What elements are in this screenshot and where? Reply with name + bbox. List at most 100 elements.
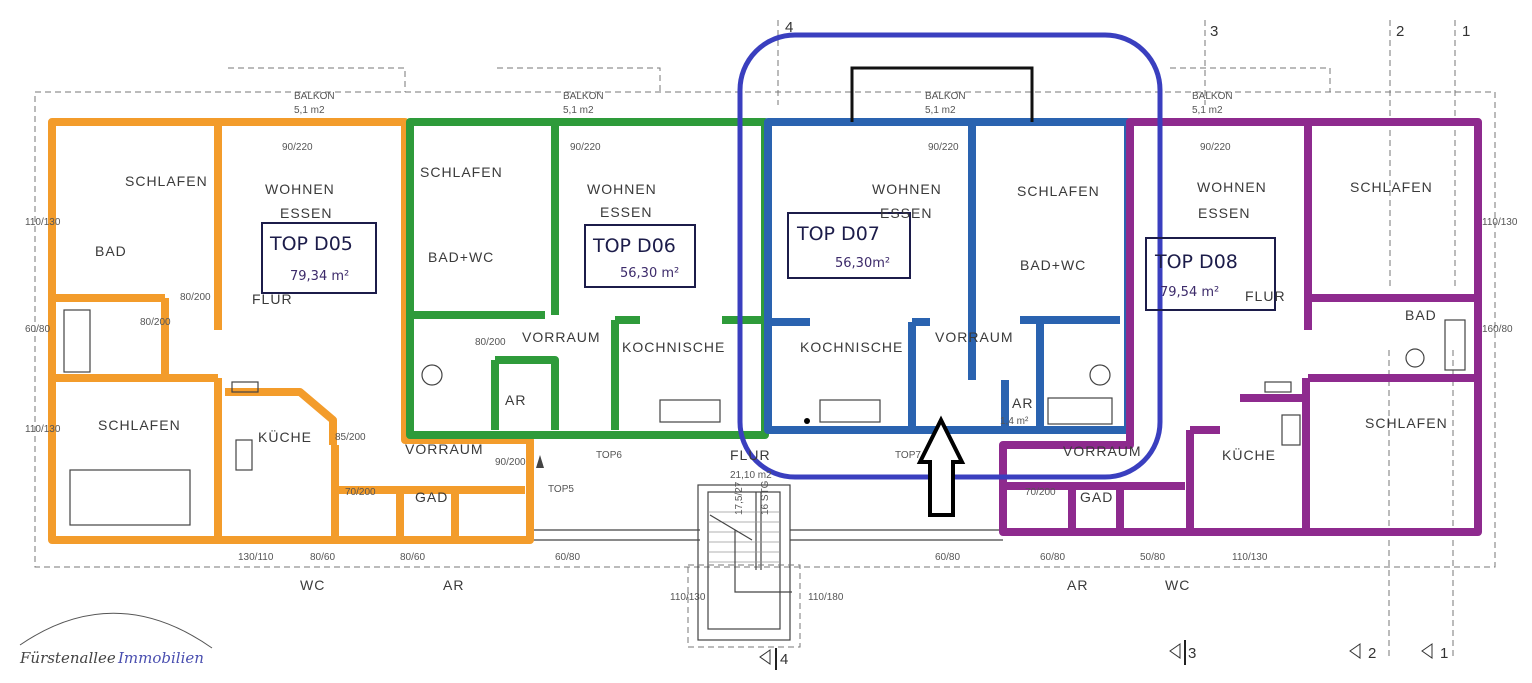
room-label: AR xyxy=(443,577,464,593)
room-label: WOHNEN xyxy=(1197,179,1267,195)
dimension: 85/200 xyxy=(335,432,366,443)
unit-d08-walls xyxy=(999,118,1482,536)
axis-label: 1 xyxy=(1440,645,1448,662)
axis-markers: 4 3 2 1 4 3 2 1 xyxy=(759,19,1470,670)
room-label: ESSEN xyxy=(600,204,652,220)
dimension: 90/220 xyxy=(282,142,313,153)
balcony-labels: BALKON 5,1 m2 BALKON 5,1 m2 BALKON 5,1 m… xyxy=(294,91,1233,116)
room-label: GAD xyxy=(415,489,448,505)
room-label: BAD+WC xyxy=(1020,257,1086,273)
dimension: 90/220 xyxy=(1200,142,1231,153)
unit-area: 56,30m² xyxy=(835,256,890,271)
dimension: 60/80 xyxy=(555,552,580,563)
unit-area: 79,54 m² xyxy=(1160,285,1219,300)
room-label: AR xyxy=(1012,395,1033,411)
rooms-d06: SCHLAFEN BAD+WC WOHNEN ESSEN VORRAUM KOC… xyxy=(420,164,725,408)
room-label: SCHLAFEN xyxy=(98,417,181,433)
logo-text: Immobilien xyxy=(117,649,204,667)
room-label: BAD xyxy=(95,243,127,259)
dimension: 130/110 xyxy=(238,552,274,563)
room-label: KOCHNISCHE xyxy=(800,339,903,355)
room-label: ESSEN xyxy=(1198,205,1250,221)
entrance-arrow-icon xyxy=(916,415,966,517)
room-label: KOCHNISCHE xyxy=(622,339,725,355)
unit-d05-walls xyxy=(48,118,534,544)
dimension: 110/130 xyxy=(25,217,61,228)
axis-label: 2 xyxy=(1396,23,1404,40)
axis-label: 4 xyxy=(785,19,793,36)
room-label: FLUR xyxy=(1245,288,1286,304)
corridor-labels: FLUR 21,10 m2 TOP5 TOP6 TOP7 17,5/27 16 … xyxy=(536,447,921,515)
unit-label-d06: TOP D06 56,30 m² xyxy=(584,224,696,288)
balcony-label: BALKON xyxy=(925,91,966,102)
dimension: 110/130 xyxy=(25,424,61,435)
dimension: 80/200 xyxy=(475,337,506,348)
room-label: WOHNEN xyxy=(265,181,335,197)
logo-text: Fürstenallee xyxy=(19,649,116,667)
dimension: 80/60 xyxy=(400,552,425,563)
dimension: 60/80 xyxy=(25,324,50,335)
unit-label-d08: TOP D08 79,54 m² xyxy=(1145,237,1276,311)
stairs-steps: 16 STG xyxy=(760,480,771,515)
room-label: SCHLAFEN xyxy=(1365,415,1448,431)
balcony-area: 5,1 m2 xyxy=(925,105,956,116)
rooms-d08: WOHNEN ESSEN SCHLAFEN FLUR BAD KÜCHE SCH… xyxy=(1063,179,1448,593)
room-label: WC xyxy=(1165,577,1190,593)
marker-dot xyxy=(804,418,810,424)
dimension: 160/80 xyxy=(1482,324,1513,335)
company-logo: Fürstenallee Immobilien xyxy=(19,612,213,667)
room-label: VORRAUM xyxy=(522,329,601,345)
axis-label: 1 xyxy=(1462,23,1470,40)
rooms-d05: SCHLAFEN WOHNEN ESSEN BAD FLUR SCHLAFEN … xyxy=(95,173,484,593)
top-marker: TOP7 xyxy=(895,450,921,461)
dimension: 50/80 xyxy=(1140,552,1165,563)
room-label: SCHLAFEN xyxy=(1017,183,1100,199)
section-marker-icon xyxy=(759,643,1433,665)
top-marker: TOP5 xyxy=(548,484,574,495)
axis-label: 3 xyxy=(1210,23,1218,40)
balcony-area: 5,1 m2 xyxy=(563,105,594,116)
dimension: 90/220 xyxy=(928,142,959,153)
unit-label-d07: TOP D07 56,30m² xyxy=(787,212,911,279)
corridor-area: 21,10 m2 xyxy=(730,470,772,481)
axis-label: 2 xyxy=(1368,645,1376,662)
door-arrow-icon xyxy=(536,455,544,468)
balcony-label: BALKON xyxy=(563,91,604,102)
room-label: ESSEN xyxy=(880,205,932,221)
balcony-area: 5,1 m2 xyxy=(1192,105,1223,116)
dimension: 80/60 xyxy=(310,552,335,563)
balcony-bracket xyxy=(850,66,1034,122)
room-label: SCHLAFEN xyxy=(420,164,503,180)
balcony-area: 5,1 m2 xyxy=(294,105,325,116)
room-label: WC xyxy=(300,577,325,593)
dimension: 60/80 xyxy=(935,552,960,563)
dimension: 70/200 xyxy=(1025,487,1056,498)
room-label: KÜCHE xyxy=(258,428,312,445)
room-label: FLUR xyxy=(252,291,293,307)
room-area: 1,4 m² xyxy=(1000,416,1029,427)
room-label: WOHNEN xyxy=(872,181,942,197)
dimension-labels: 110/130 60/80 110/130 80/200 80/200 80/2… xyxy=(25,142,1518,603)
dimension: 90/200 xyxy=(495,457,526,468)
dimension: 60/80 xyxy=(1040,552,1065,563)
axis-lines xyxy=(777,20,1456,660)
dimension: 110/130 xyxy=(1232,552,1268,563)
room-label: SCHLAFEN xyxy=(1350,179,1433,195)
unit-area: 79,34 m² xyxy=(290,269,349,284)
unit-d07-walls xyxy=(764,118,1132,434)
room-label: AR xyxy=(1067,577,1088,593)
room-label: BAD xyxy=(1405,307,1437,323)
fixtures xyxy=(63,309,1466,526)
room-label: VORRAUM xyxy=(935,329,1014,345)
dimension: 110/180 xyxy=(808,592,844,603)
unit-name: TOP D07 xyxy=(796,223,880,245)
room-label: WOHNEN xyxy=(587,181,657,197)
room-label: ESSEN xyxy=(280,205,332,221)
rooms-d07: WOHNEN ESSEN SCHLAFEN BAD+WC KOCHNISCHE … xyxy=(800,181,1100,427)
room-label: VORRAUM xyxy=(405,441,484,457)
room-label: BAD+WC xyxy=(428,249,494,265)
room-label: AR xyxy=(505,392,526,408)
corridor-label: FLUR xyxy=(730,447,771,463)
dimension: 110/130 xyxy=(670,592,706,603)
section-line xyxy=(775,640,1186,670)
